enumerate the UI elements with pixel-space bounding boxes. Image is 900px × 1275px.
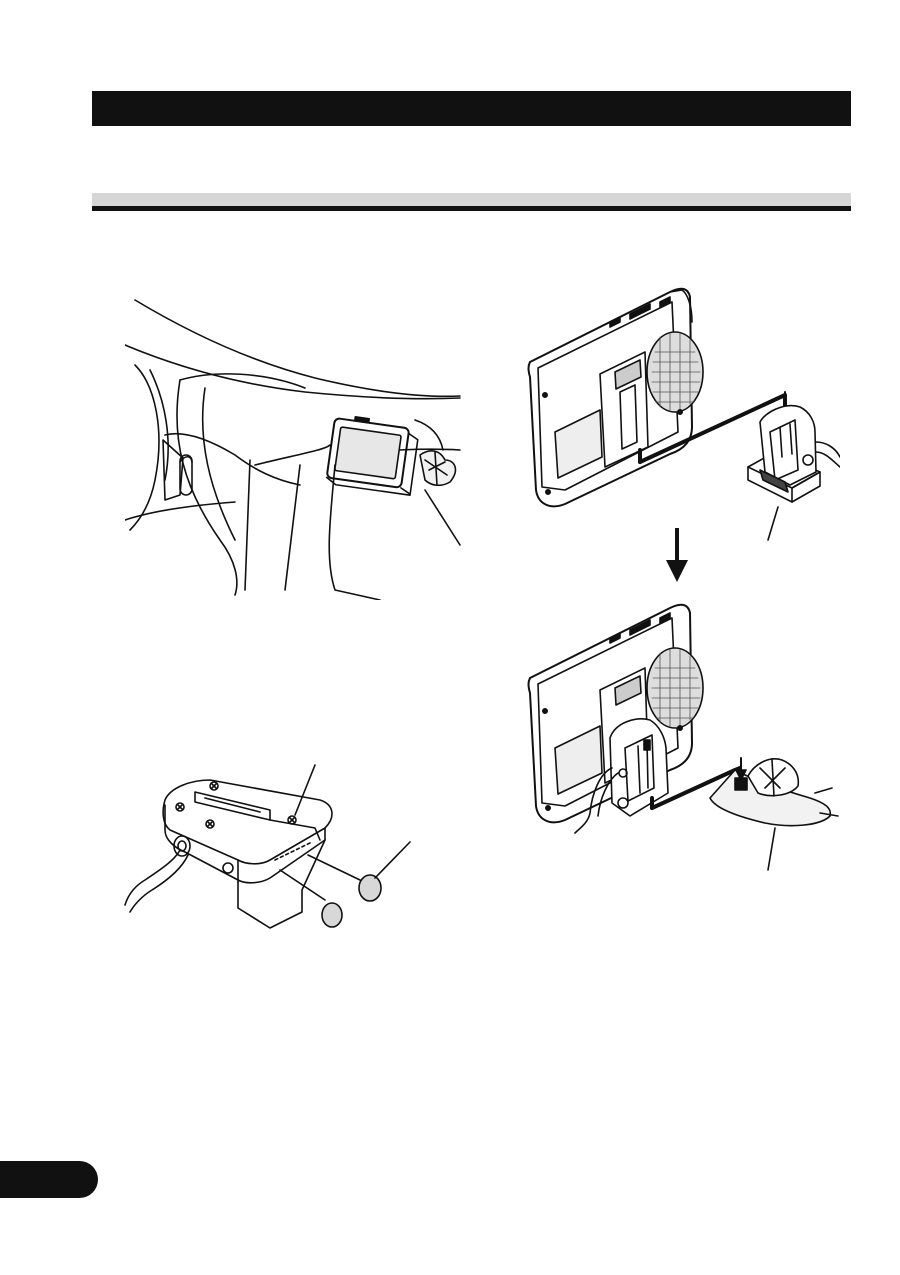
unit-suction-mount-illustration	[520, 598, 840, 873]
unit-cradle-illustration	[520, 282, 840, 542]
chapter-title-bar	[92, 91, 851, 126]
dashboard-illustration	[125, 290, 465, 600]
section-rule	[92, 206, 851, 211]
down-arrow-icon	[664, 528, 690, 584]
cradle-pads-illustration	[120, 760, 420, 945]
section-heading-bar	[92, 193, 851, 206]
page-number-tab	[0, 1161, 98, 1198]
